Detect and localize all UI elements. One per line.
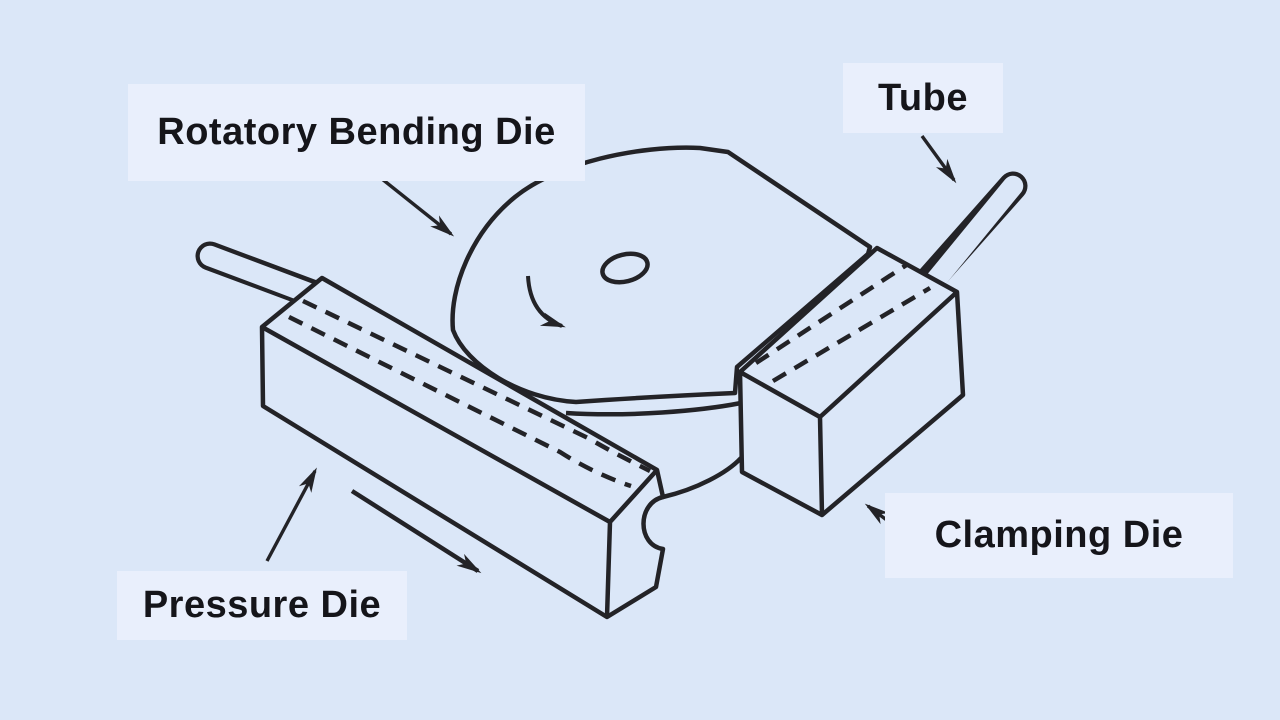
rotary-die-pointer-arrow — [375, 173, 455, 237]
pressure-die-label: Pressure Die — [117, 571, 407, 640]
pressure-die-motion-arrow — [350, 489, 482, 574]
tube-right-segment — [913, 171, 1028, 297]
clamping-die-label: Clamping Die — [885, 493, 1233, 578]
clamping-die — [737, 245, 966, 518]
die-center-hole — [600, 251, 650, 285]
pressure-die — [259, 275, 666, 620]
bending-die-bottom-edge — [565, 400, 742, 417]
pressure-die-pointer-arrow — [265, 467, 317, 562]
bending-die-outline — [450, 145, 873, 405]
tube-pointer-arrow — [920, 135, 957, 184]
pressure-die-body — [259, 275, 666, 620]
clamping-die-hidden-tube-line-1 — [754, 262, 910, 365]
clamping-die-edges — [738, 290, 959, 516]
tube-label: Tube — [843, 63, 1003, 133]
rotation-direction-arrow — [526, 275, 566, 328]
pressure-die-hidden-tube-line-2 — [287, 314, 632, 489]
tube-bend-outer-edge — [662, 456, 743, 500]
pressure-die-hidden-tube-line-1 — [302, 298, 652, 474]
clamping-die-hidden-tube-line-2 — [771, 286, 932, 383]
pressure-die-edges — [260, 325, 659, 618]
rotary-bending-die-label: Rotatory Bending Die — [128, 84, 585, 181]
